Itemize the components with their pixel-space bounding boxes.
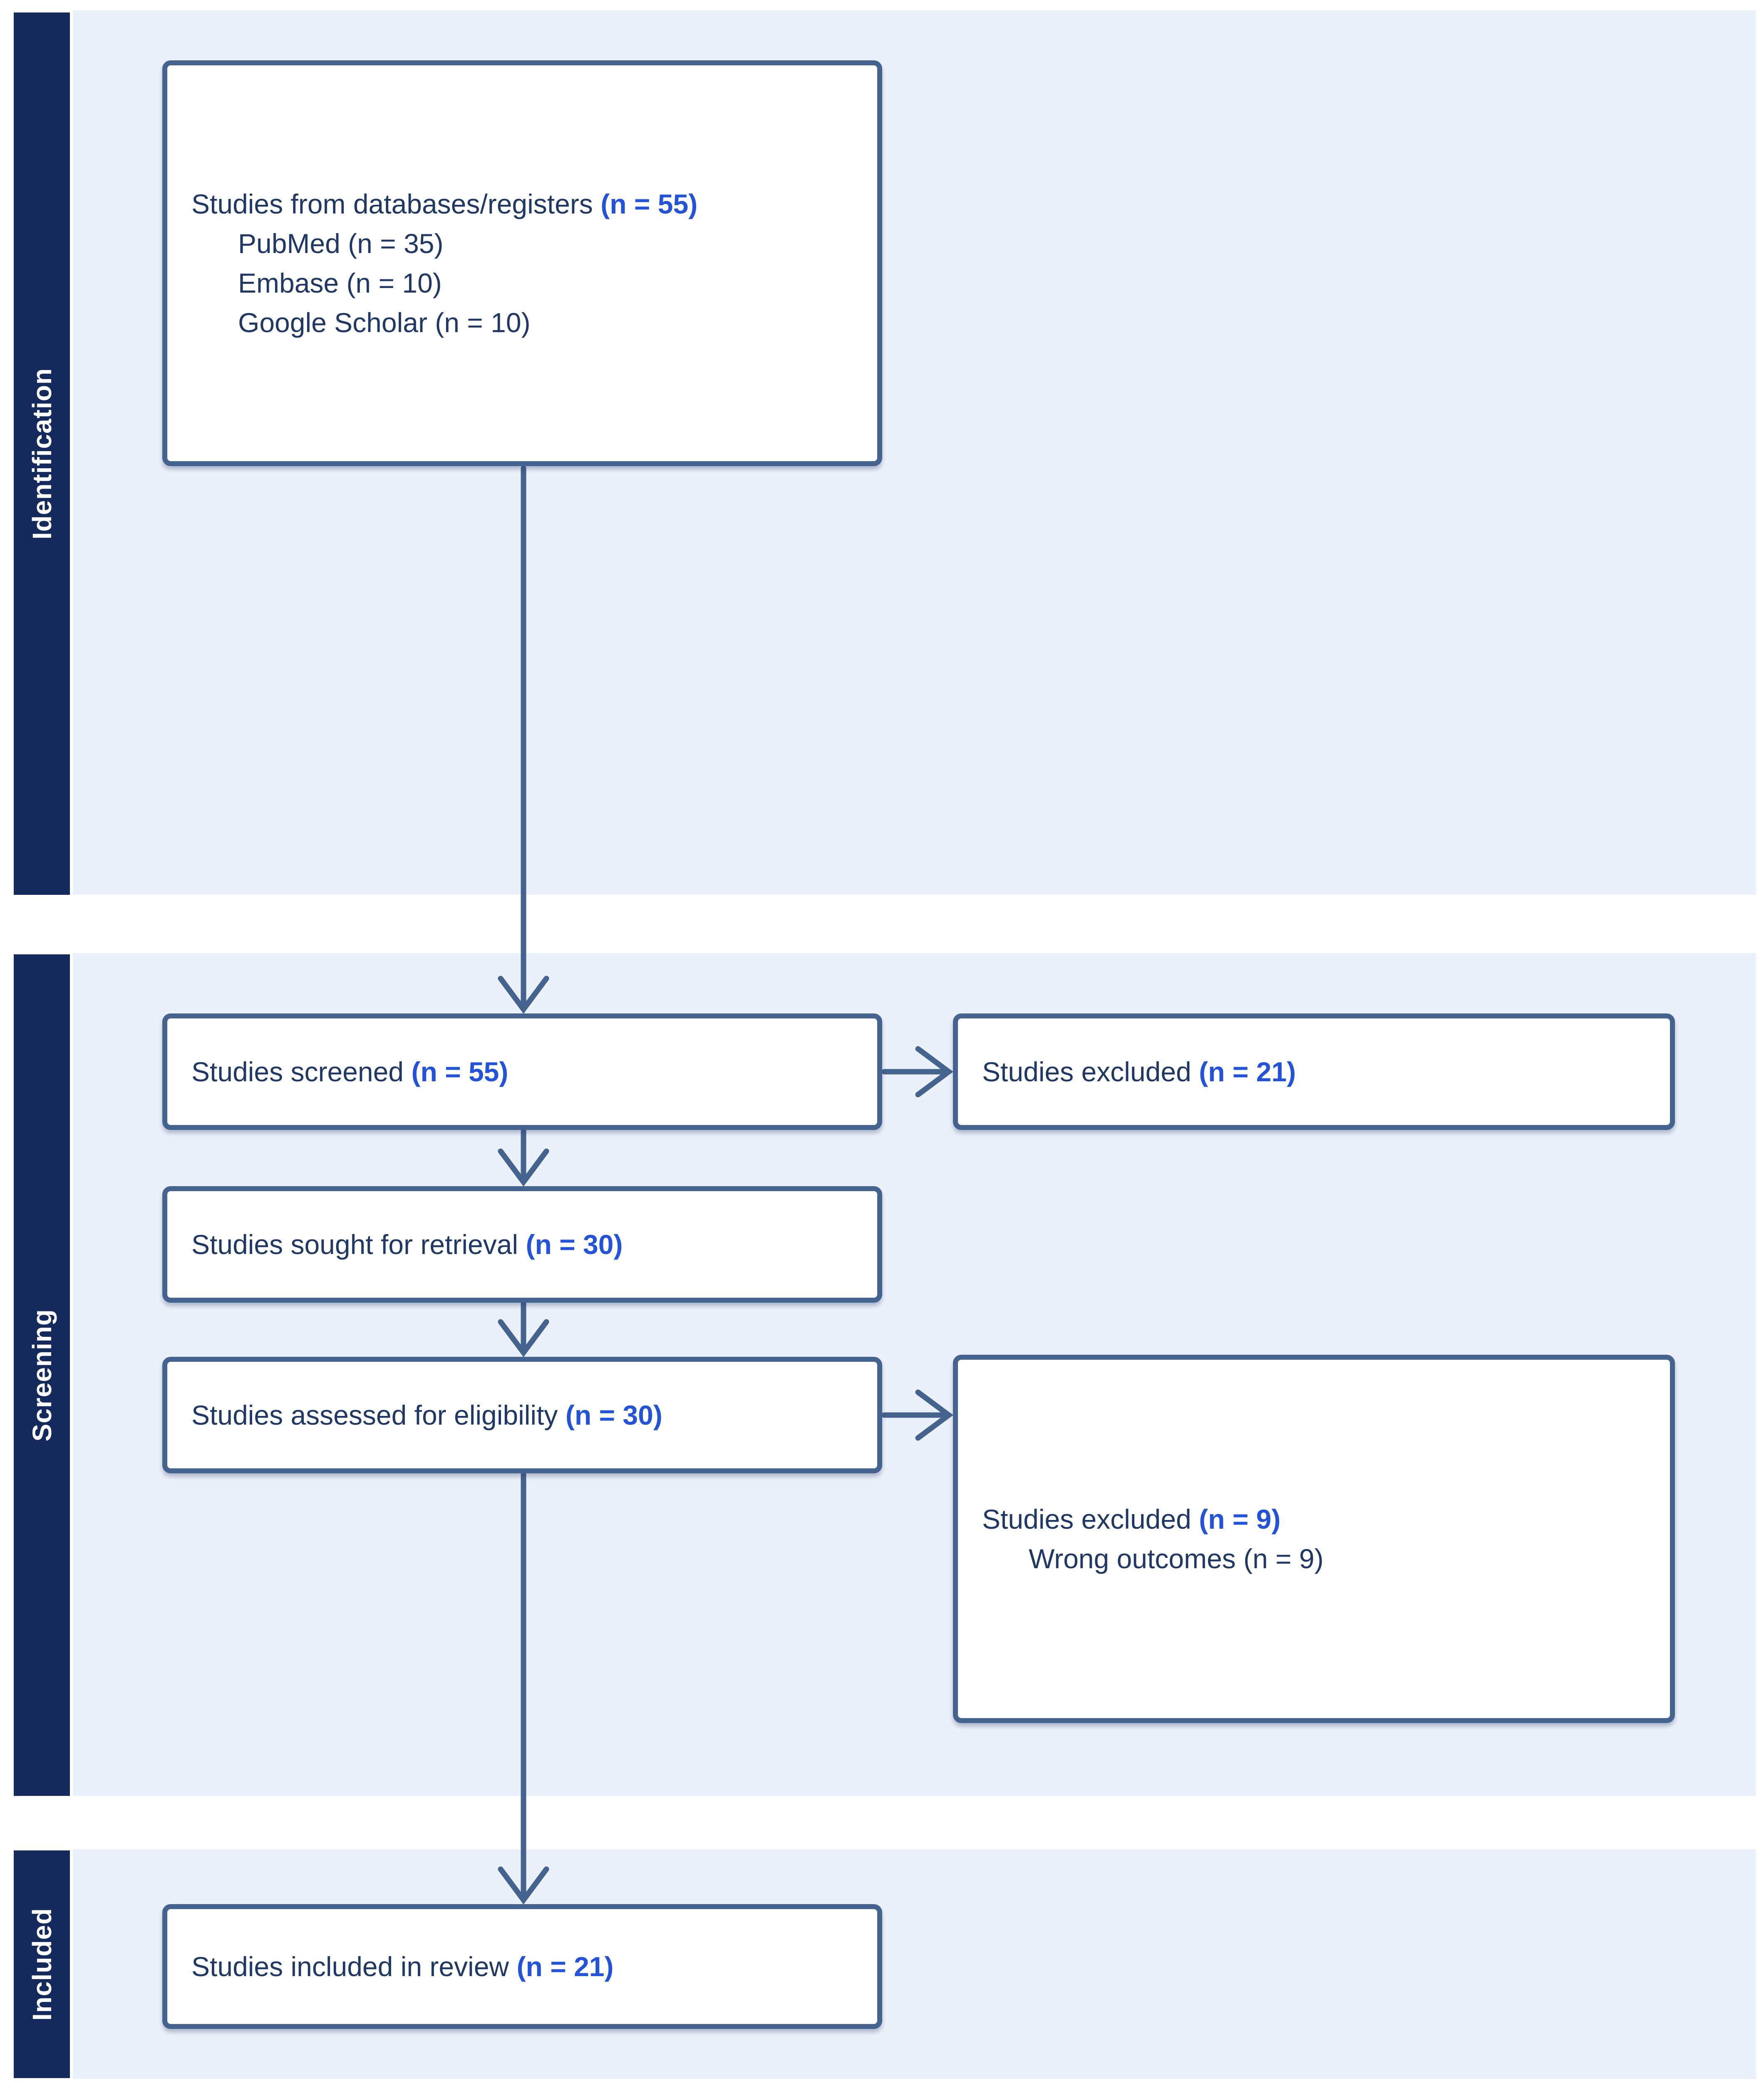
box-studies-excluded-eligibility: Studies excluded(n = 9) Wrong outcomes (… xyxy=(953,1355,1675,1723)
box-label: Studies included in review xyxy=(191,1951,509,1982)
sidebar-identification-label: Identification xyxy=(27,368,57,540)
box-count: (n = 21) xyxy=(1199,1056,1296,1087)
box-label: Studies excluded xyxy=(982,1503,1191,1535)
box-studies-excluded-screening: Studies excluded (n = 21) xyxy=(953,1013,1675,1130)
box-count: (n = 30) xyxy=(526,1229,623,1260)
box-title: Studies from databases/registers(n = 55) xyxy=(191,184,865,224)
database-item-google-scholar: Google Scholar (n = 10) xyxy=(238,307,531,338)
box-label: Studies screened xyxy=(191,1056,404,1087)
box-title: Studies excluded(n = 9) xyxy=(982,1500,1657,1539)
box-studies-sought: Studies sought for retrieval(n = 30) xyxy=(162,1186,882,1303)
box-label: Studies from databases/registers xyxy=(191,188,593,219)
box-title: Studies excluded (n = 21) xyxy=(982,1052,1657,1092)
database-item-pubmed: PubMed (n = 35) xyxy=(238,228,444,259)
box-studies-screened: Studies screened(n = 55) xyxy=(162,1013,882,1130)
box-title: Studies assessed for eligibility(n = 30) xyxy=(191,1396,865,1435)
box-count: (n = 55) xyxy=(411,1056,509,1087)
box-label: Studies sought for retrieval xyxy=(191,1229,519,1260)
box-count: (n = 9) xyxy=(1199,1503,1281,1535)
box-count: (n = 21) xyxy=(516,1951,614,1982)
box-title: Studies screened(n = 55) xyxy=(191,1052,865,1092)
box-title: Studies sought for retrieval(n = 30) xyxy=(191,1225,865,1264)
box-studies-included: Studies included in review(n = 21) xyxy=(162,1904,882,2029)
sidebar-included: Included xyxy=(14,1850,70,2078)
exclusion-reason-wrong-outcomes: Wrong outcomes (n = 9) xyxy=(1029,1543,1324,1574)
sidebar-screening: Screening xyxy=(14,954,70,1796)
box-studies-assessed: Studies assessed for eligibility(n = 30) xyxy=(162,1357,882,1473)
box-label: Studies assessed for eligibility xyxy=(191,1399,558,1430)
database-item-embase: Embase (n = 10) xyxy=(238,267,442,298)
box-label: Studies excluded xyxy=(982,1056,1191,1087)
sidebar-identification: Identification xyxy=(14,12,70,895)
sidebar-screening-label: Screening xyxy=(27,1309,57,1442)
sidebar-included-label: Included xyxy=(27,1907,57,2021)
box-count: (n = 30) xyxy=(565,1399,662,1430)
box-count: (n = 55) xyxy=(600,188,698,219)
box-studies-from-databases: Studies from databases/registers(n = 55)… xyxy=(162,60,882,466)
box-title: Studies included in review(n = 21) xyxy=(191,1947,865,1987)
